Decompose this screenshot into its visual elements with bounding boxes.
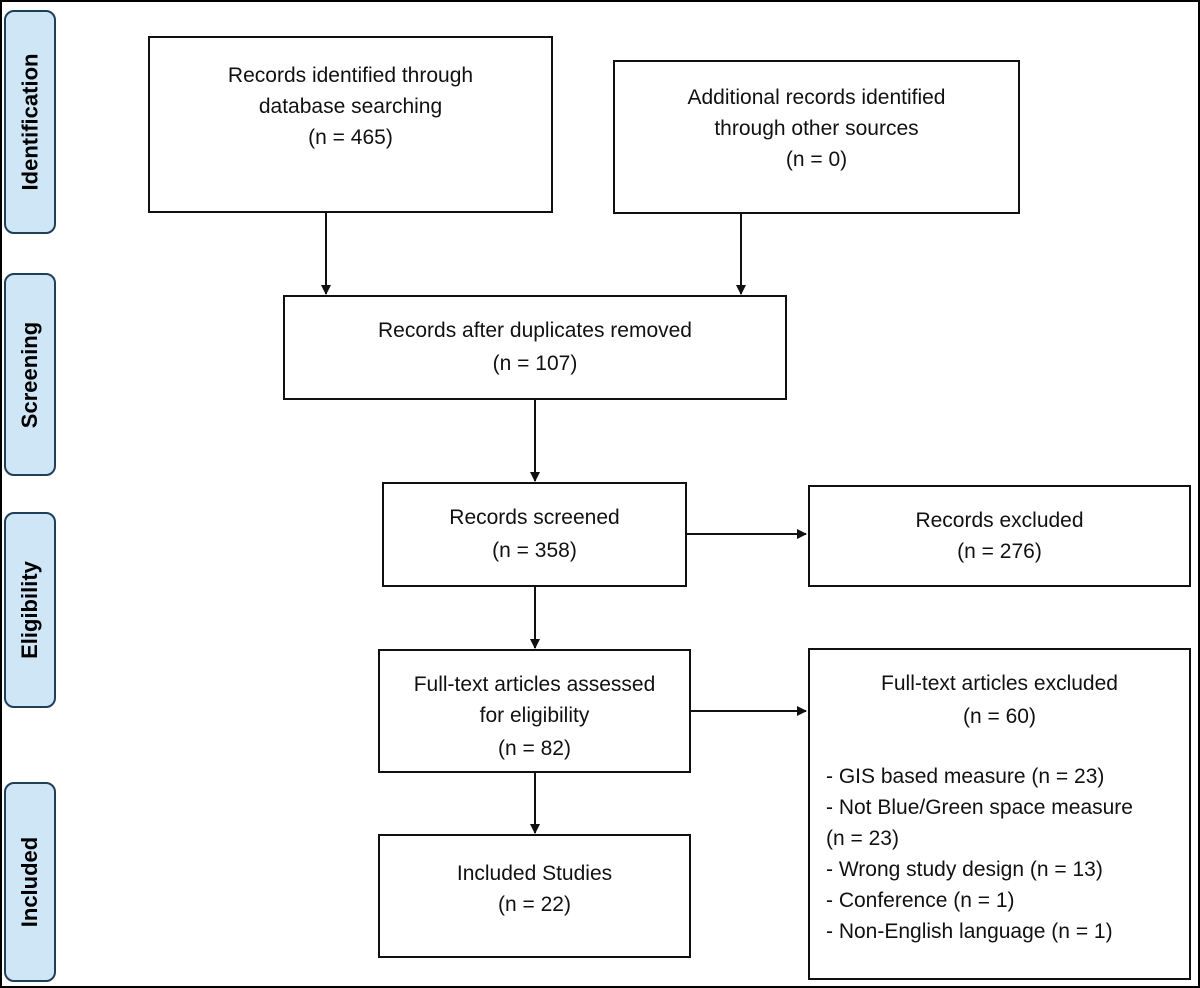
records-screened-box: Records screened (n = 358) xyxy=(382,482,687,587)
fulltext-assessed-box: Full-text articles assessed for eligibil… xyxy=(378,649,691,773)
duplicates-removed-count: (n = 107) xyxy=(492,352,578,375)
duplicates-removed-line1: Records after duplicates removed xyxy=(378,319,692,342)
stage-included: Included xyxy=(4,782,56,982)
database-search-line1: Records identified through xyxy=(227,64,474,87)
exclusion-reason: - Not Blue/Green space measure xyxy=(826,796,1133,819)
other-sources-line2: through other sources xyxy=(714,117,919,140)
database-search-count: (n = 465) xyxy=(308,126,393,149)
records-excluded-count: (n = 276) xyxy=(957,540,1042,563)
exclusion-reason: - Conference (n = 1) xyxy=(826,889,1015,912)
stage-screening-label: Screening xyxy=(17,321,42,428)
exclusion-reason: - Non-English language (n = 1) xyxy=(826,920,1113,943)
other-sources-count: (n = 0) xyxy=(785,148,848,171)
stage-included-label: Included xyxy=(17,836,43,928)
fulltext-assessed-count: (n = 82) xyxy=(498,737,571,760)
stage-eligibility-label: Eligibility xyxy=(17,561,43,659)
exclusion-reasons-list: - GIS based measure (n = 23) - Not Blue/… xyxy=(826,761,1181,947)
records-screened-count: (n = 358) xyxy=(492,539,577,562)
stage-identification-label: Identification xyxy=(17,53,43,191)
records-excluded-line1: Records excluded xyxy=(915,509,1084,532)
fulltext-excluded-line1: Full-text articles excluded xyxy=(881,672,1118,695)
stage-screening: Screening xyxy=(4,273,56,476)
exclusion-reason: - Wrong study design (n = 13) xyxy=(826,858,1103,881)
fulltext-excluded-box: Full-text articles excluded (n = 60) - G… xyxy=(808,648,1191,980)
included-studies-box: Included Studies (n = 22) xyxy=(378,834,691,958)
database-search-box: Records identified through database sear… xyxy=(148,36,553,213)
stage-identification: Identification xyxy=(4,10,56,234)
stage-eligibility: Eligibility xyxy=(4,512,56,708)
included-studies-count: (n = 22) xyxy=(498,893,571,916)
other-sources-line1: Additional records identified xyxy=(687,86,946,109)
records-screened-line1: Records screened xyxy=(449,506,620,529)
fulltext-assessed-line2: for eligibility xyxy=(479,704,590,727)
other-sources-box: Additional records identified through ot… xyxy=(613,60,1020,214)
exclusion-reason: - GIS based measure (n = 23) xyxy=(826,765,1105,788)
records-excluded-box: Records excluded (n = 276) xyxy=(808,485,1191,587)
fulltext-assessed-line1: Full-text articles assessed xyxy=(413,673,656,696)
exclusion-reason: (n = 23) xyxy=(826,827,899,850)
database-search-line2: database searching xyxy=(258,95,443,118)
included-studies-line1: Included Studies xyxy=(456,862,613,885)
fulltext-excluded-count: (n = 60) xyxy=(963,705,1036,728)
duplicates-removed-box: Records after duplicates removed (n = 10… xyxy=(283,295,787,400)
